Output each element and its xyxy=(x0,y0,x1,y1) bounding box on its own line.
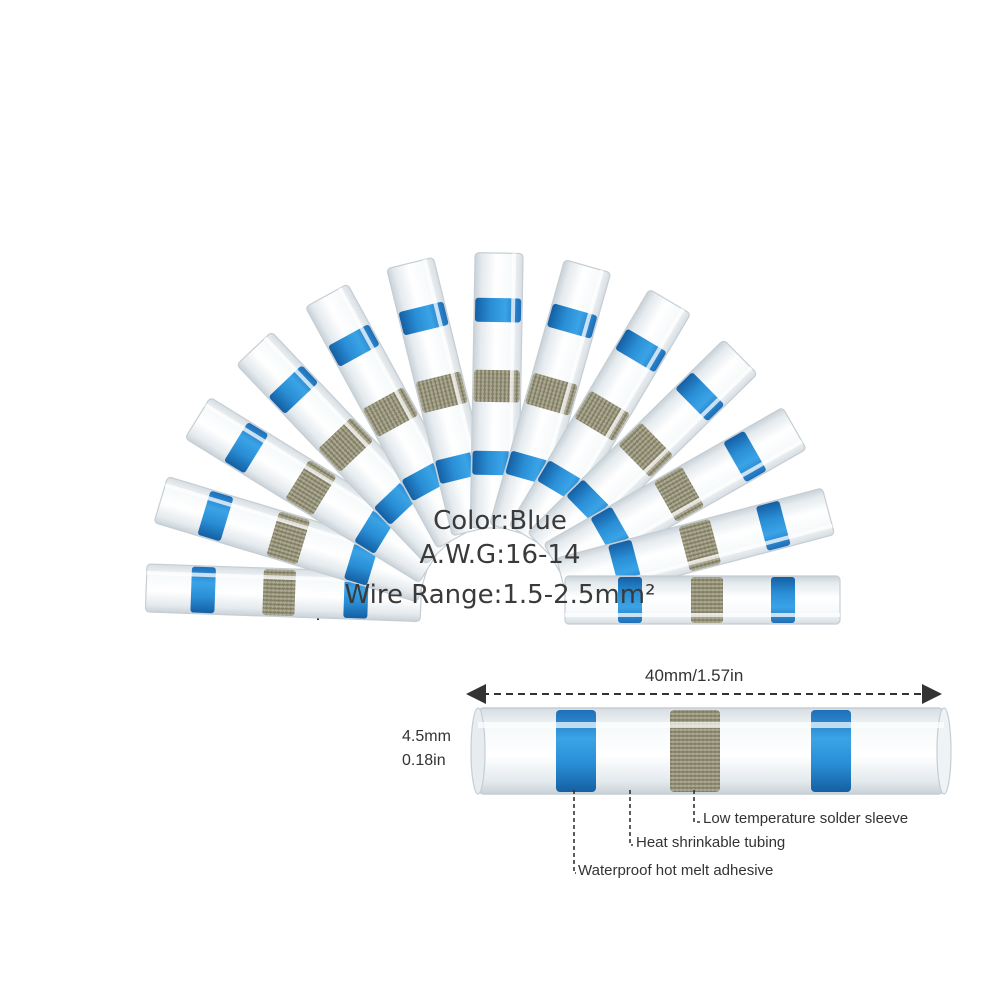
connector-fan xyxy=(144,252,841,625)
connector-7-solder xyxy=(473,369,521,403)
connector-13-band-inner xyxy=(618,577,642,623)
connector-1-band-outer xyxy=(190,566,216,614)
length-label: 40mm/1.57in xyxy=(645,666,744,685)
awg-spec: A.W.G:16-14 xyxy=(419,540,581,570)
color-spec: Color:Blue xyxy=(433,506,567,536)
solder-sleeve-label: Low temperature solder sleeve xyxy=(703,810,909,827)
solder-sleeve xyxy=(670,710,720,792)
connector-10-solder xyxy=(619,423,672,477)
connector-4-solder xyxy=(319,418,373,471)
callout-leaders xyxy=(573,790,700,874)
connector-3-solder xyxy=(286,460,336,515)
diameter-in-label: 0.18in xyxy=(402,752,446,769)
wire-range-spec: Wire Range:1.5-2.5mm² xyxy=(344,580,656,610)
connector-13-band-outer xyxy=(771,577,795,623)
heat-shrink-label: Heat shrinkable tubing xyxy=(636,834,786,851)
connector-13-solder xyxy=(691,577,723,623)
adhesive-label: Waterproof hot melt adhesive xyxy=(578,862,774,879)
adhesive-band-left xyxy=(556,710,596,792)
connector-5-solder xyxy=(363,388,418,437)
connector-9-solder xyxy=(575,391,629,441)
connector-7-band-outer xyxy=(474,297,522,323)
connector-13 xyxy=(564,575,841,625)
adhesive-band-right xyxy=(811,710,851,792)
detail-connector xyxy=(470,707,952,795)
connector-2 xyxy=(154,476,431,602)
connector-11-solder xyxy=(654,467,704,522)
connector-1-solder xyxy=(262,569,296,616)
diameter-mm-label: 4.5mm xyxy=(402,728,451,745)
